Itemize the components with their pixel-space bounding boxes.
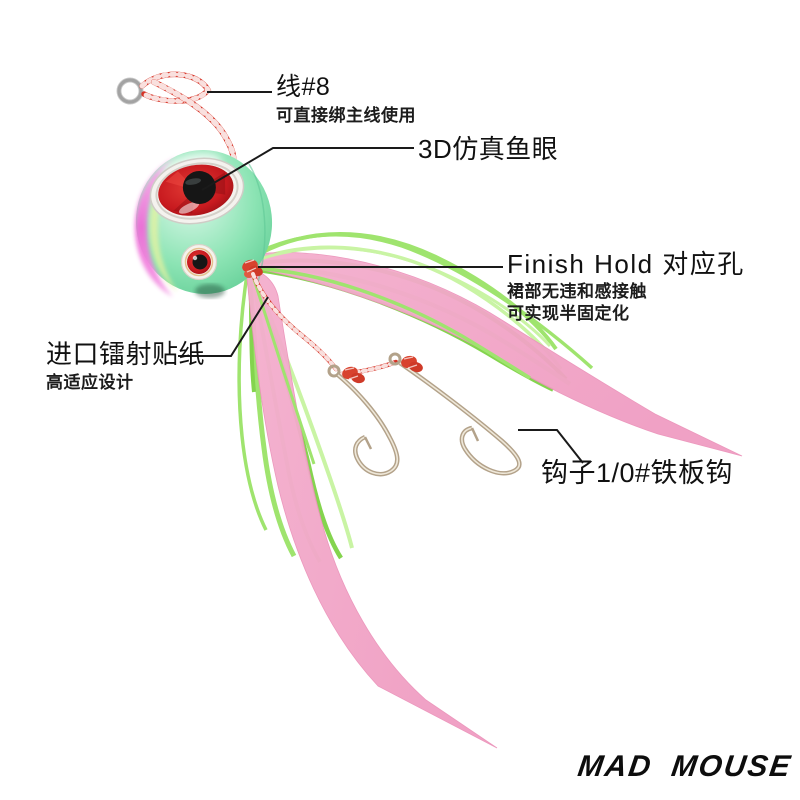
assist-hooks xyxy=(327,352,522,477)
annotation-sticker-title: 进口镭射贴纸 xyxy=(46,339,206,369)
hook-eye-left xyxy=(327,364,341,378)
annotation-finish-hold: Finish Hold 对应孔 裙部无违和感接触 可实现半固定化 xyxy=(507,250,745,324)
annotation-finish-hold-title: Finish Hold 对应孔 xyxy=(507,249,745,279)
pink-tail-right xyxy=(251,252,743,457)
split-ring xyxy=(116,77,144,105)
skirt-green-strands-front xyxy=(249,246,552,465)
annotation-line8: 线#8 可直接绑主线使用 xyxy=(276,73,416,125)
big-eye-pupil xyxy=(182,170,216,204)
annotation-line8-subtitle: 可直接绑主线使用 xyxy=(276,105,416,125)
small-eye xyxy=(180,243,218,281)
annotation-sticker-subtitle: 高适应设计 xyxy=(46,372,134,392)
head-bottom-shadow xyxy=(195,284,225,298)
skirt-knot xyxy=(242,259,263,278)
hook-right xyxy=(398,361,522,476)
callout-sticker xyxy=(178,296,269,357)
lure-head xyxy=(135,150,273,298)
annotation-finish-hold-desc2: 可实现半固定化 xyxy=(507,304,630,324)
hook-left-barb xyxy=(363,436,373,450)
callout-hook xyxy=(518,429,584,464)
annotation-line8-title: 线#8 xyxy=(276,73,331,101)
hook-left xyxy=(336,373,400,477)
annotation-finish-hold-desc1: 裙部无违和感接触 xyxy=(507,281,647,301)
annotation-hook: 钩子1/0#铁板钩 xyxy=(541,458,734,489)
head-laser-sticker-magenta xyxy=(135,157,176,297)
annotation-sticker: 进口镭射贴纸 高适应设计 xyxy=(46,340,205,392)
hook-eye-right xyxy=(388,352,402,366)
big-3d-eye xyxy=(149,157,245,225)
annotation-eye: 3D仿真鱼眼 xyxy=(418,135,558,164)
callout-lines xyxy=(178,91,584,464)
hook-knots xyxy=(342,355,423,384)
callout-eye xyxy=(201,147,414,191)
pink-tail-down xyxy=(245,267,498,749)
annotation-eye-title: 3D仿真鱼眼 xyxy=(418,134,559,164)
annotation-hook-title: 钩子1/0#铁板钩 xyxy=(541,458,734,488)
pink-tails xyxy=(245,252,743,749)
hook-right-barb xyxy=(470,427,480,442)
brand-logo-text: MAD MOUSE xyxy=(576,750,795,783)
